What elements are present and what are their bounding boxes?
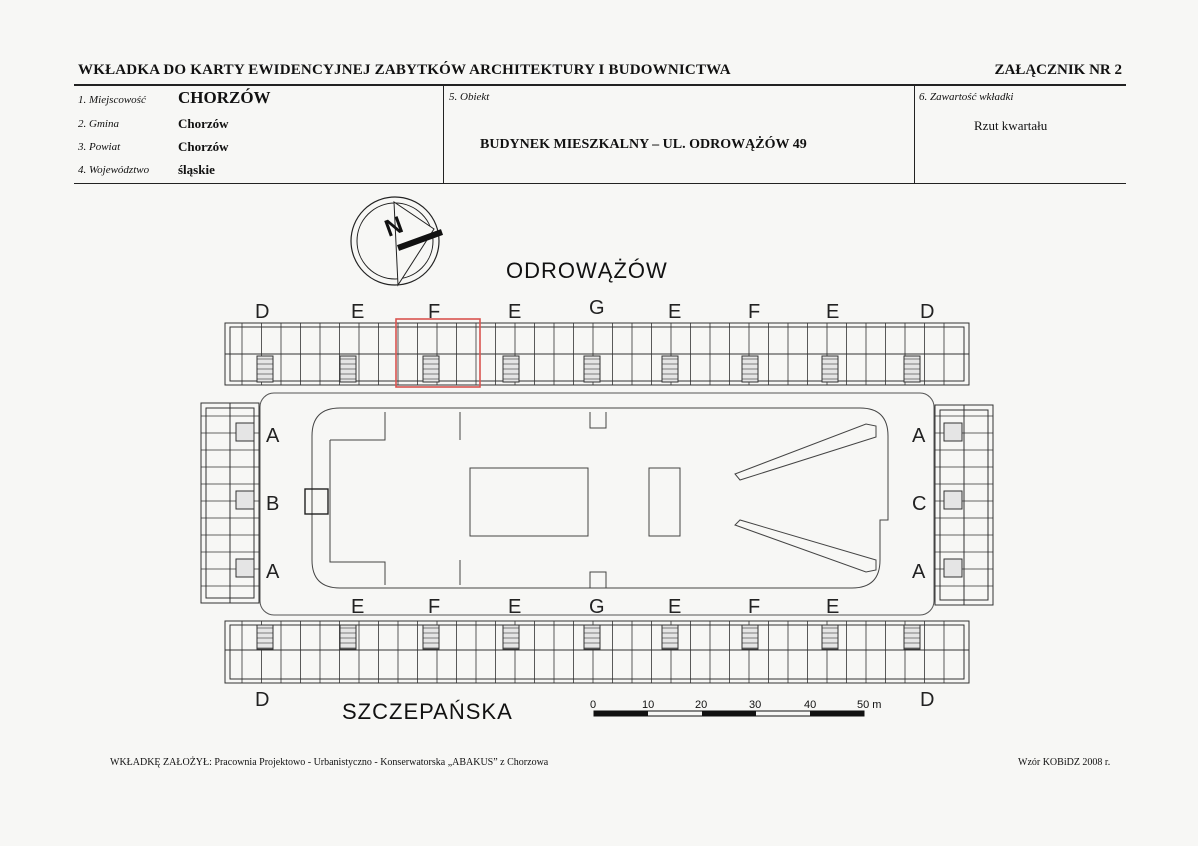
bottom-section-label: G bbox=[589, 596, 605, 618]
bottom-corner-label: D bbox=[255, 689, 269, 711]
bottom-corner-label: D bbox=[920, 689, 934, 711]
scale-tick: 20 bbox=[695, 699, 707, 711]
street-name-top: ODROWĄŻÓW bbox=[506, 258, 668, 283]
column-divider-2 bbox=[914, 85, 915, 184]
square-structure bbox=[304, 488, 329, 515]
north-arrow-icon bbox=[350, 196, 444, 287]
bottom-section-label: E bbox=[351, 596, 364, 618]
powiat-value: Chorzów bbox=[178, 139, 229, 154]
bottom-section-label: F bbox=[428, 596, 440, 618]
diagonal-path-upper bbox=[734, 423, 877, 481]
staircase bbox=[583, 624, 601, 650]
scale-tick: 10 bbox=[642, 699, 654, 711]
street-name-bottom: SZCZEPAŃSKA bbox=[342, 699, 513, 724]
scale-tick: 50 m bbox=[857, 699, 881, 711]
top-section-label: E bbox=[668, 301, 681, 323]
staircase bbox=[903, 624, 921, 650]
annex-number: ZAŁĄCZNIK NR 2 bbox=[994, 62, 1122, 78]
miejscowosc-label: 1. Miejscowość bbox=[78, 94, 146, 106]
right-wing bbox=[934, 404, 994, 606]
top-section-label: E bbox=[826, 301, 839, 323]
document-title: WKŁADKA DO KARTY EWIDENCYJNEJ ZABYTKÓW A… bbox=[78, 62, 731, 78]
bottom-wing bbox=[224, 620, 970, 684]
staircase bbox=[422, 624, 440, 650]
bottom-section-label: E bbox=[508, 596, 521, 618]
header-top-rule bbox=[74, 84, 1126, 86]
wojewodztwo-value: śląskie bbox=[178, 162, 215, 177]
right-section-label: A bbox=[912, 425, 926, 447]
powiat-label: 3. Powiat bbox=[78, 141, 121, 153]
footer-author: WKŁADKĘ ZAŁOŻYŁ: Pracownia Projektowo - … bbox=[110, 757, 549, 768]
left-section-label: A bbox=[266, 561, 280, 583]
bottom-section-label: E bbox=[668, 596, 681, 618]
staircase bbox=[256, 624, 274, 650]
courtyard-boundary bbox=[259, 392, 935, 616]
obiekt-label: 5. Obiekt bbox=[449, 91, 490, 103]
staircase bbox=[661, 624, 679, 650]
bottom-section-label: F bbox=[748, 596, 760, 618]
scale-tick: 0 bbox=[590, 699, 596, 711]
top-section-label: G bbox=[589, 297, 605, 319]
staircase bbox=[741, 624, 759, 650]
left-section-label: A bbox=[266, 425, 280, 447]
staircase bbox=[235, 558, 255, 578]
staircase bbox=[235, 422, 255, 442]
staircase bbox=[339, 624, 357, 650]
zawartosc-label: 6. Zawartość wkładki bbox=[919, 91, 1014, 103]
staircase bbox=[502, 624, 520, 650]
staircase bbox=[943, 490, 963, 510]
small-structure bbox=[648, 467, 681, 537]
zawartosc-value: Rzut kwartału bbox=[974, 118, 1048, 133]
staircase bbox=[235, 490, 255, 510]
obiekt-value: BUDYNEK MIESZKALNY – UL. ODROWĄŻÓW 49 bbox=[480, 137, 807, 152]
footer-template: Wzór KOBiDZ 2008 r. bbox=[1018, 757, 1111, 768]
top-section-label: D bbox=[255, 301, 269, 323]
column-divider-1 bbox=[443, 85, 444, 184]
central-pavilion bbox=[469, 467, 589, 537]
top-section-label: D bbox=[920, 301, 934, 323]
staircase bbox=[943, 422, 963, 442]
left-section-label: B bbox=[266, 493, 279, 515]
highlighted-building-section bbox=[395, 318, 481, 388]
scale-tick: 30 bbox=[749, 699, 761, 711]
top-section-label: E bbox=[351, 301, 364, 323]
bottom-section-label: E bbox=[826, 596, 839, 618]
right-section-label: A bbox=[912, 561, 926, 583]
staircase bbox=[821, 624, 839, 650]
miejscowosc-value: CHORZÓW bbox=[178, 88, 271, 107]
diagonal-path-lower bbox=[734, 519, 877, 573]
wojewodztwo-label: 4. Województwo bbox=[78, 164, 150, 176]
top-section-label: E bbox=[508, 301, 521, 323]
top-section-label: F bbox=[748, 301, 760, 323]
courtyard-road bbox=[311, 407, 889, 589]
top-section-label: F bbox=[428, 301, 440, 323]
header-bottom-rule bbox=[74, 183, 1126, 184]
scale-tick: 40 bbox=[804, 699, 816, 711]
gmina-value: Chorzów bbox=[178, 116, 229, 131]
right-section-label: C bbox=[912, 493, 926, 515]
gmina-label: 2. Gmina bbox=[78, 118, 119, 130]
staircase bbox=[943, 558, 963, 578]
scale-bar: 0 10 20 30 40 50 m bbox=[590, 699, 881, 717]
